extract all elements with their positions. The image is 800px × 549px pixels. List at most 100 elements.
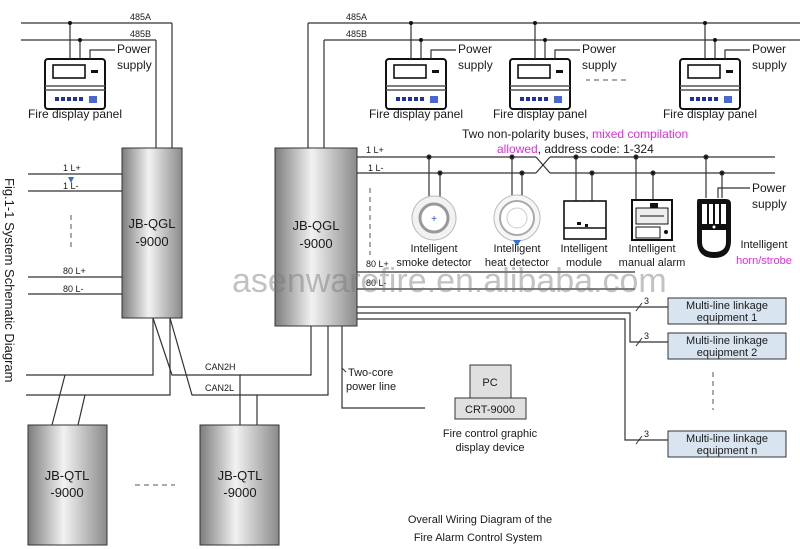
pc-label: PC — [482, 377, 497, 389]
power-supply-label: Power — [458, 42, 492, 56]
loop-80-plus-label: 80 L+ — [63, 266, 86, 276]
svg-text:Multi-line linkage: Multi-line linkage — [686, 433, 768, 445]
svg-text:Multi-line linkage: Multi-line linkage — [686, 300, 768, 312]
fire-display-panel-label: Fire display panel — [493, 107, 587, 121]
bus-note: Two non-polarity buses, mixed compilatio… — [462, 127, 688, 141]
diagram-title-2: Fire Alarm Control System — [414, 532, 542, 544]
fire-display-panel-label: Fire display panel — [28, 107, 122, 121]
svg-text:3: 3 — [644, 429, 649, 439]
bus-485a-label-right: 485A — [346, 12, 367, 22]
right-loop-1-minus-label: 1 L- — [368, 163, 384, 173]
fire-display-panel-icon — [509, 58, 571, 110]
main-controller-left-series: -9000 — [135, 234, 168, 249]
svg-text:smoke detector: smoke detector — [396, 257, 472, 269]
fire-display-panel-icon — [679, 58, 741, 110]
svg-text:+: + — [431, 214, 437, 225]
heat-detector-icon — [493, 194, 541, 246]
svg-text:equipment 1: equipment 1 — [697, 312, 758, 324]
fire-display-panel-icon — [385, 58, 447, 110]
svg-text:3: 3 — [644, 296, 649, 306]
horn-strobe-icon — [697, 199, 731, 258]
crt-caption: Fire control graphic — [443, 428, 538, 440]
rs485-bus — [21, 22, 800, 150]
right-loop-80-minus-label: 80 L- — [366, 278, 387, 288]
marker-icon — [68, 177, 74, 183]
power-supply-label: Power — [582, 42, 616, 56]
fire-display-panel-icon — [44, 58, 106, 110]
can-bus-wires — [26, 317, 329, 426]
sub-controller-1-model: JB-QTL — [45, 468, 90, 483]
crt-label: CRT-9000 — [465, 404, 515, 416]
svg-text:manual alarm: manual alarm — [619, 257, 686, 269]
main-controller-right-model: JB-QGL — [293, 218, 340, 233]
right-loop-wires — [357, 156, 775, 290]
power-line-wire — [341, 326, 425, 409]
power-line-label: Two-core — [348, 367, 393, 379]
power-supply-label: Power — [752, 42, 786, 56]
device-label: Intelligent module — [560, 243, 607, 269]
device-label: Intelligent smoke detector — [396, 243, 472, 269]
right-loop-1-plus-label: 1 L+ — [366, 145, 384, 155]
svg-text:heat detector: heat detector — [485, 257, 550, 269]
can2l-label: CAN2L — [205, 383, 234, 393]
bus-485a-label: 485A — [130, 12, 151, 22]
crt-caption-2: display device — [455, 442, 524, 454]
main-controller-left — [121, 147, 183, 319]
bus-note-cont: allowed, address code: 1-324 — [497, 142, 654, 156]
sub-controller-1-series: -9000 — [50, 485, 83, 500]
sub-controller-2-model: JB-QTL — [218, 468, 263, 483]
fire-display-panel-label: Fire display panel — [663, 107, 757, 121]
power-supply-label-2: supply — [117, 58, 152, 72]
svg-text:equipment n: equipment n — [697, 445, 758, 457]
module-icon — [563, 200, 607, 240]
svg-text:horn/strobe: horn/strobe — [736, 255, 792, 267]
can2h-label: CAN2H — [205, 362, 236, 372]
power-line-label-2: power line — [346, 381, 396, 393]
horn-power-label: Power — [752, 181, 786, 195]
power-supply-label-2: supply — [752, 58, 787, 72]
right-loop-80-plus-label: 80 L+ — [366, 259, 389, 269]
loop-80-minus-label: 80 L- — [63, 284, 84, 294]
linkage-wires — [357, 306, 668, 441]
svg-text:Intelligent: Intelligent — [560, 243, 607, 255]
svg-text:module: module — [566, 257, 602, 269]
fire-display-panel-label: Fire display panel — [369, 107, 463, 121]
device-label: Intelligent heat detector — [485, 243, 550, 269]
loop-1-plus-label: 1 L+ — [63, 163, 81, 173]
power-supply-label-2: supply — [458, 58, 493, 72]
side-caption: Fig.1-1 System Schematic Diagram — [2, 178, 17, 382]
svg-text:Intelligent: Intelligent — [493, 243, 540, 255]
bus-485b-label-right: 485B — [346, 29, 367, 39]
svg-text:equipment 2: equipment 2 — [697, 347, 758, 359]
svg-text:3: 3 — [644, 331, 649, 341]
svg-text:Intelligent: Intelligent — [410, 243, 457, 255]
main-controller-right-series: -9000 — [299, 236, 332, 251]
device-label: Intelligent horn/strobe — [736, 239, 792, 267]
power-supply-label: Power — [117, 42, 151, 56]
main-controller-left-model: JB-QGL — [129, 216, 176, 231]
diagram-title: Overall Wiring Diagram of the — [408, 514, 552, 526]
crt-box — [454, 397, 527, 420]
pc-box — [469, 364, 512, 399]
loop-1-minus-label: 1 L- — [63, 181, 79, 191]
horn-power-wire — [717, 187, 750, 198]
horn-power-label-2: supply — [752, 197, 787, 211]
manual-alarm-icon — [631, 199, 673, 241]
smoke-detector-icon: + — [411, 195, 457, 241]
left-loop-wires — [28, 173, 122, 295]
sub-controller-2-series: -9000 — [223, 485, 256, 500]
main-controller-right — [274, 147, 358, 327]
sub-controller-2 — [199, 424, 280, 546]
power-supply-label-2: supply — [582, 58, 617, 72]
svg-text:Intelligent: Intelligent — [740, 239, 787, 251]
bus-485b-label: 485B — [130, 29, 151, 39]
svg-text:Intelligent: Intelligent — [628, 243, 675, 255]
